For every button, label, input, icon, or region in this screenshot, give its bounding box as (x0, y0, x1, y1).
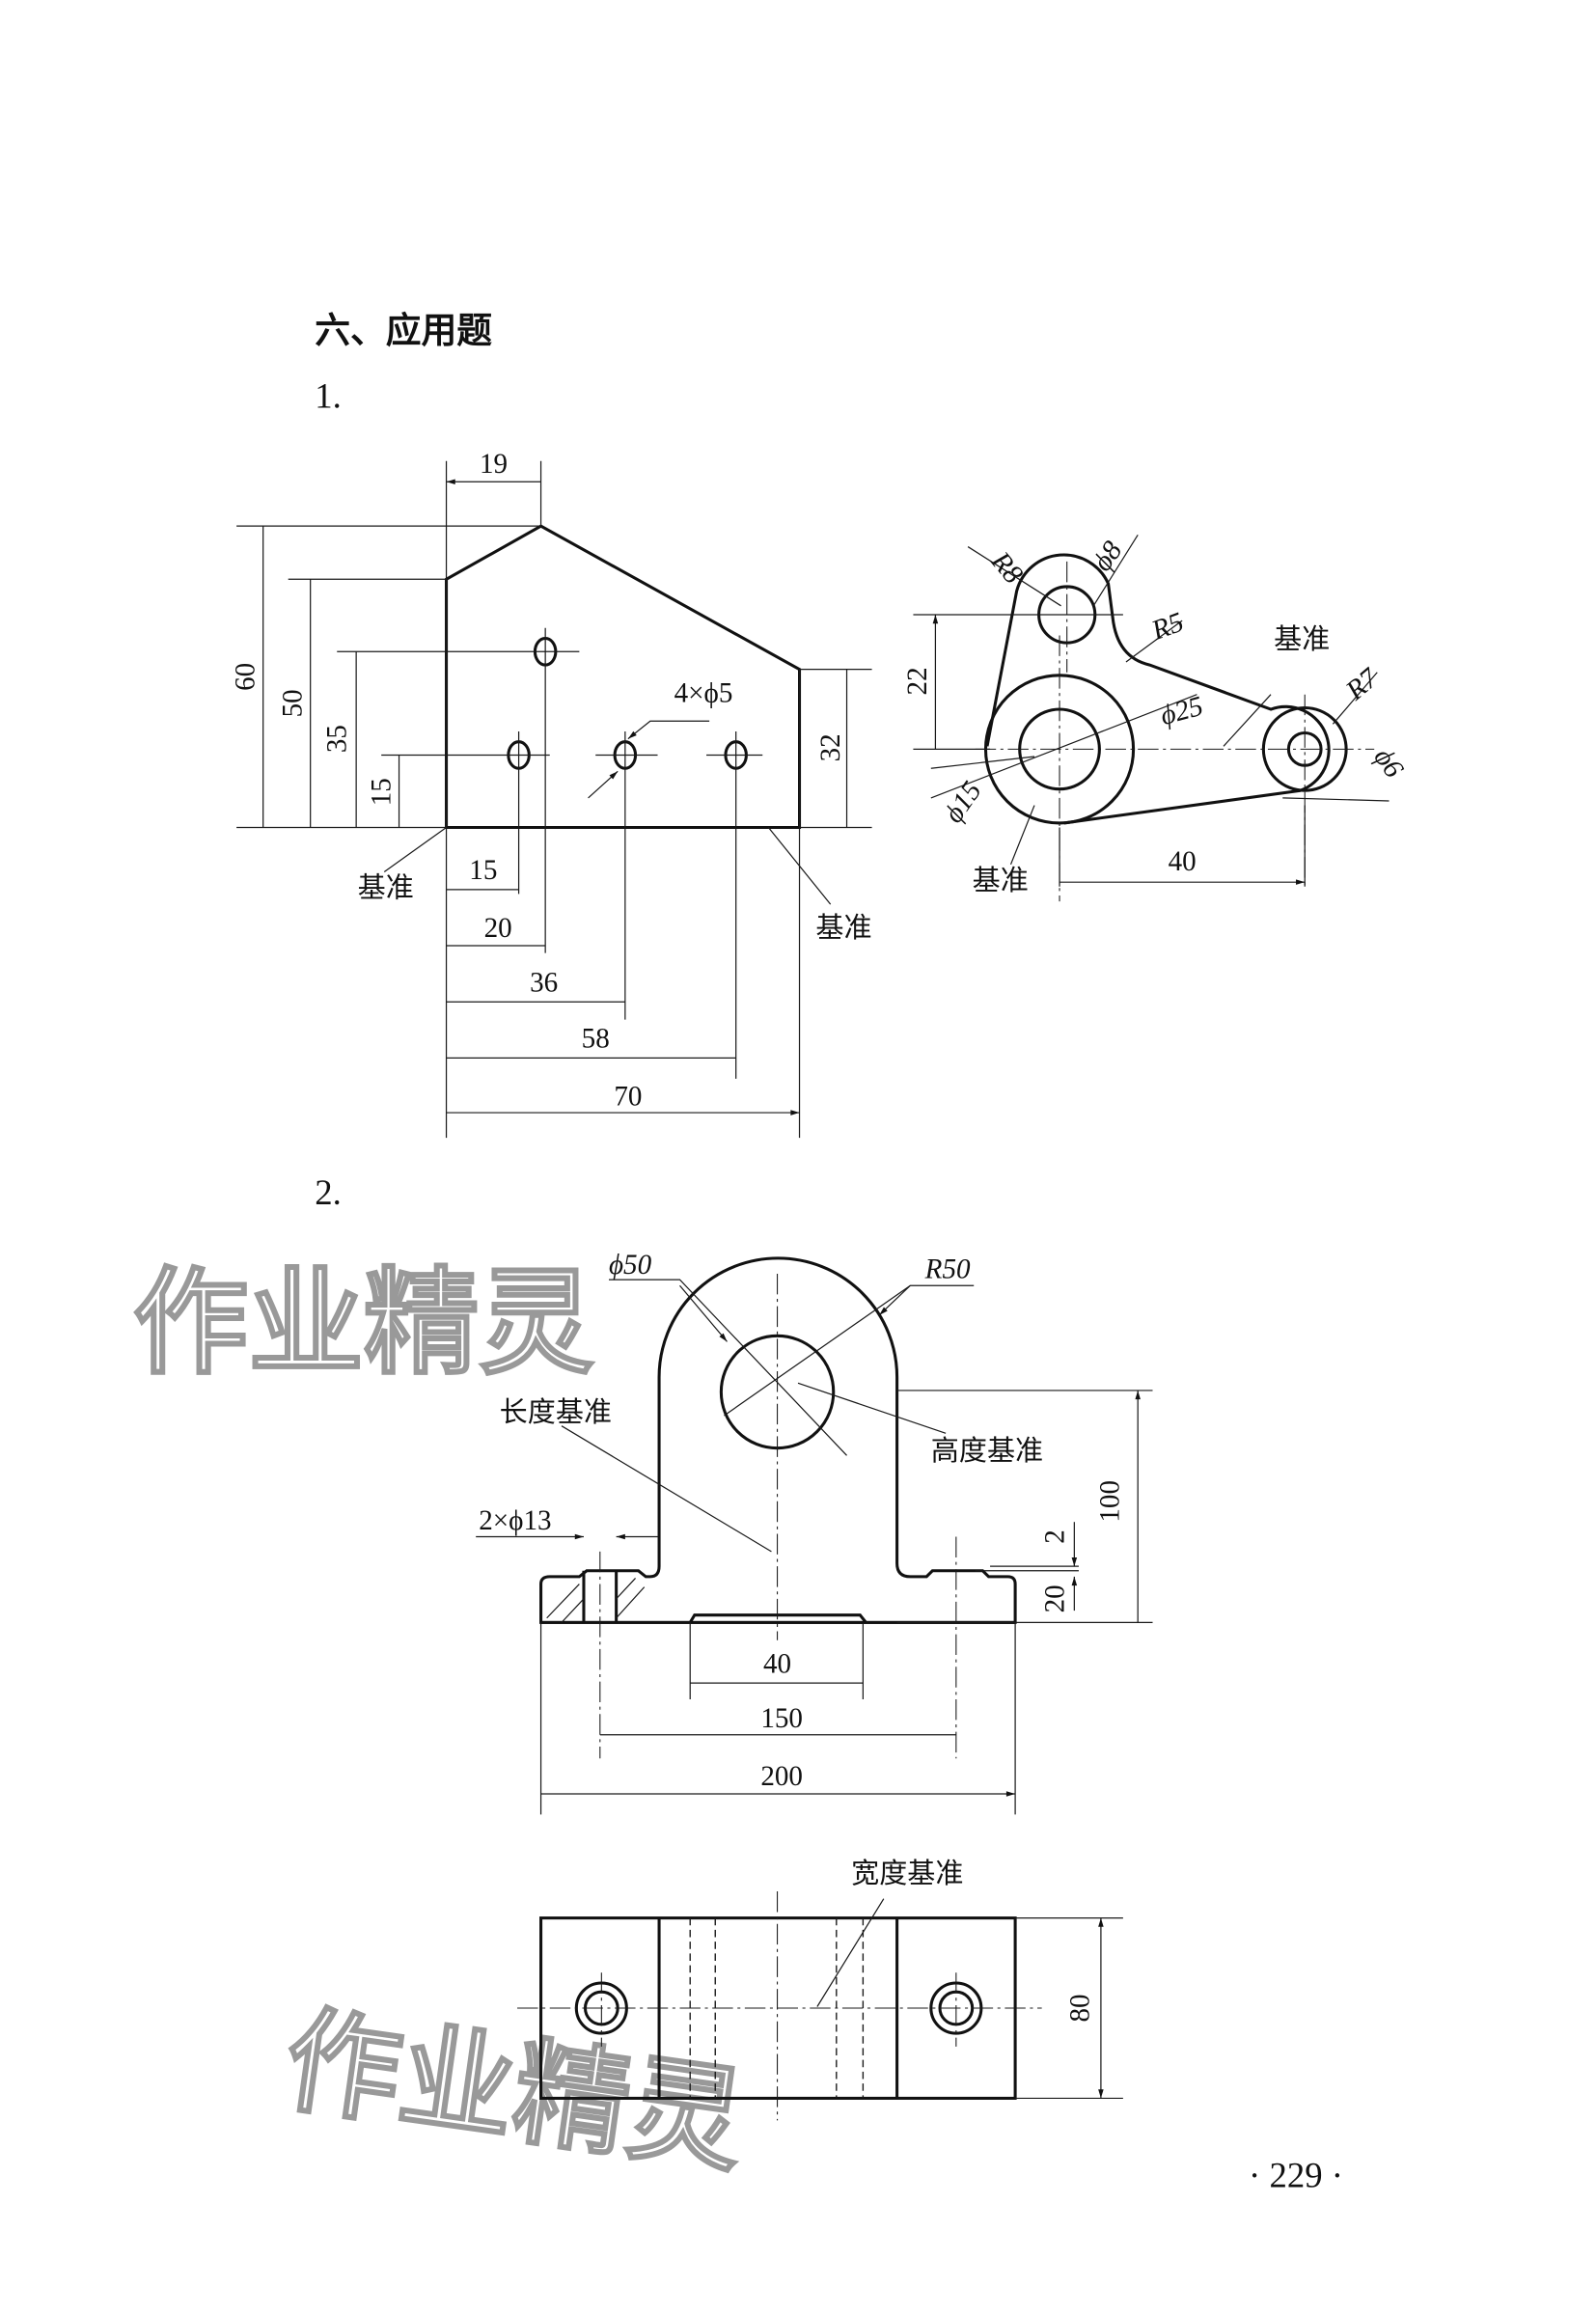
dim-d8: ϕ8 (1087, 536, 1128, 577)
length-datum-label: 长度基准 (500, 1395, 612, 1428)
watermark: 作业精灵 (277, 1994, 753, 2190)
question-1-number: 1. (315, 376, 342, 416)
dim-19: 19 (480, 449, 508, 480)
dim-40: 40 (1169, 846, 1197, 877)
question-2-number: 2. (315, 1172, 342, 1212)
dim-r7: R7 (1339, 662, 1385, 707)
dim-r50: R50 (924, 1254, 971, 1285)
dim-58: 58 (582, 1024, 610, 1055)
width-datum-label: 宽度基准 (851, 1857, 963, 1889)
dim-80: 80 (1065, 1994, 1096, 2022)
section-title: 六、应用题 (315, 310, 492, 351)
dim-70: 70 (614, 1081, 642, 1112)
holes-label: 2×ϕ13 (479, 1505, 551, 1536)
dim-d50: ϕ50 (609, 1250, 652, 1281)
dim-100: 100 (1094, 1480, 1125, 1523)
dim-15v: 15 (366, 778, 397, 806)
dim-36: 36 (530, 967, 558, 998)
dim-r5: R5 (1147, 607, 1188, 647)
lever-drawing: R8 ϕ8 R5 基准 R7 ϕ25 ϕ15 ϕ6 22 40 基准 (902, 535, 1410, 902)
watermark: 作业精灵 (133, 1256, 594, 1391)
page-number: · 229 · (1249, 2155, 1343, 2194)
dim-150: 150 (760, 1703, 803, 1734)
dim-2: 2 (1040, 1529, 1071, 1544)
plate-drawing: 19 60 50 35 15 32 15 20 36 58 70 4×ϕ5 基准… (230, 449, 872, 1139)
datum-label: 基准 (973, 864, 1029, 896)
dim-20: 20 (1040, 1584, 1071, 1612)
dim-22: 22 (902, 667, 933, 695)
dim-200: 200 (760, 1761, 803, 1792)
dim-20: 20 (484, 913, 512, 944)
dim-60: 60 (230, 663, 261, 691)
dim-35: 35 (321, 725, 352, 753)
bearing-front-view: ϕ50 R50 长度基准 高度基准 2×ϕ13 100 2 20 40 150 … (476, 1250, 1153, 1815)
height-datum-label: 高度基准 (931, 1434, 1043, 1467)
dim-r8: R8 (984, 545, 1029, 590)
dim-32: 32 (815, 733, 846, 761)
datum-label: 基准 (815, 911, 871, 944)
datum-label: 基准 (1274, 622, 1330, 655)
dim-d15: ϕ15 (938, 776, 988, 829)
bearing-top-view: 宽度基准 80 (517, 1857, 1123, 2121)
dim-50: 50 (277, 689, 308, 717)
dim-d25: ϕ25 (1157, 691, 1206, 731)
holes-label: 4×ϕ5 (674, 677, 733, 708)
dim-15h: 15 (469, 855, 497, 886)
datum-label: 基准 (358, 870, 414, 903)
dim-40: 40 (763, 1648, 791, 1679)
